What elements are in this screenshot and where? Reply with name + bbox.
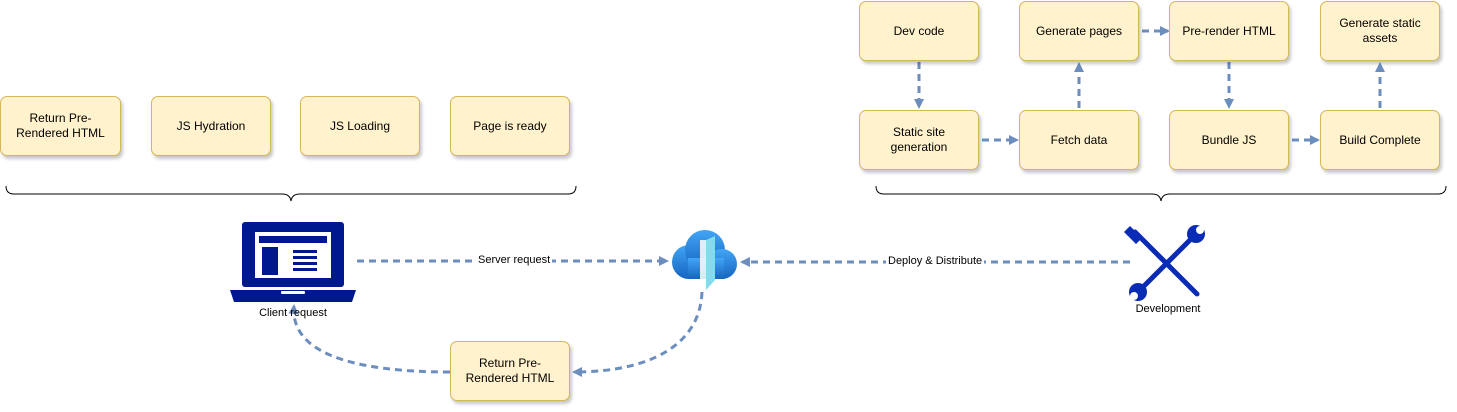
step-return-prerendered-html: Return Pre-Rendered HTML bbox=[0, 96, 121, 156]
step-build-complete: Build Complete bbox=[1320, 110, 1440, 170]
development-label: Development bbox=[1135, 303, 1201, 315]
client-request-label: Client request bbox=[259, 307, 327, 319]
build-brace bbox=[875, 185, 1447, 202]
step-fetch-data: Fetch data bbox=[1019, 110, 1139, 170]
cloud-icon bbox=[672, 230, 737, 290]
tools-icon bbox=[1124, 225, 1205, 301]
step-page-ready: Page is ready bbox=[450, 96, 570, 156]
deploy-distribute-label: Deploy & Distribute bbox=[886, 255, 985, 267]
step-js-hydration: JS Hydration bbox=[151, 96, 271, 156]
step-generate-static-assets: Generate static assets bbox=[1320, 1, 1440, 61]
server-request-label: Server request bbox=[476, 254, 553, 266]
step-prerender-html: Pre-render HTML bbox=[1169, 1, 1289, 61]
laptop-icon bbox=[230, 222, 356, 302]
step-bundle-js: Bundle JS bbox=[1169, 110, 1289, 170]
step-static-site-generation: Static site generation bbox=[859, 110, 979, 170]
arrow-cloud-to-return bbox=[572, 291, 704, 377]
client-brace bbox=[5, 185, 577, 202]
step-generate-pages: Generate pages bbox=[1019, 1, 1139, 61]
arrow-return-to-client bbox=[288, 304, 451, 374]
step-dev-code: Dev code bbox=[859, 1, 979, 61]
return-prerendered-html-box: Return Pre-Rendered HTML bbox=[450, 341, 570, 401]
step-js-loading: JS Loading bbox=[300, 96, 420, 156]
